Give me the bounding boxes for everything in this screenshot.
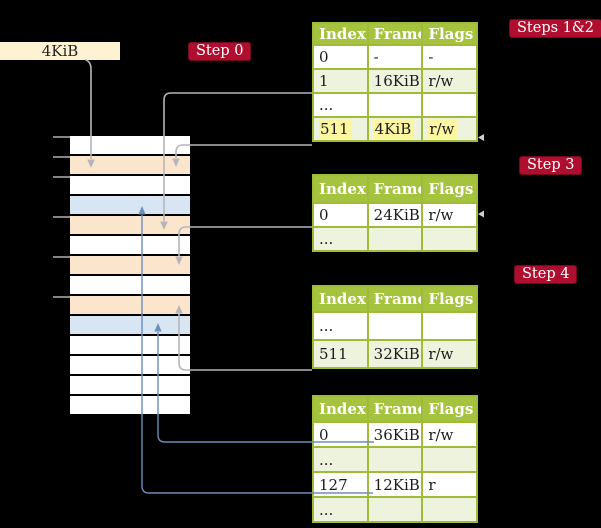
table-cell: [421, 311, 478, 341]
memory-row-10-page: [70, 316, 190, 334]
table-cell: 511: [312, 339, 369, 369]
table-cell: [366, 311, 424, 341]
table-cell: 0: [312, 44, 369, 70]
column-header-index: Index: [312, 22, 369, 46]
table-row: ...: [312, 496, 478, 523]
table-cell: ...: [312, 226, 369, 252]
table-cell: [421, 226, 478, 252]
table-cell: 16KiB: [366, 68, 424, 94]
table-cell: ...: [312, 311, 369, 341]
hidden-arrowhead-left-icon: [478, 134, 484, 141]
highlighted-value: r/w: [428, 119, 458, 139]
address-tick: [53, 256, 70, 258]
memory-row-9-table: [70, 296, 190, 314]
memory-row-3-free: [70, 176, 190, 194]
table-cell: r/w: [421, 421, 478, 448]
hidden-arrowhead-left-icon: [478, 210, 484, 218]
table-cell: r/w: [421, 339, 478, 369]
column-header-flags: Flags: [421, 395, 478, 423]
table-cell: [366, 92, 424, 118]
memory-row-12-free: [70, 356, 190, 374]
table-cell: ...: [312, 92, 369, 118]
table-cell: 36KiB: [366, 421, 424, 448]
table-cell: 127: [312, 471, 369, 498]
address-tick: [53, 156, 70, 158]
address-tick: [53, 136, 70, 138]
column-header-frame: Frame: [366, 285, 424, 313]
table-cell: [421, 496, 478, 523]
column-header-flags: Flags: [421, 285, 478, 313]
table-cell: 12KiB: [366, 471, 424, 498]
badge-step-3: Step 3: [519, 156, 583, 175]
badge-step-4: Step 4: [514, 265, 578, 284]
table-row: 511 4KiB r/w: [312, 116, 478, 142]
table-cell: 4KiB: [366, 116, 424, 142]
memory-row-2-table: [70, 156, 190, 174]
table-cell: [421, 92, 478, 118]
memory-row-8-free: [70, 276, 190, 294]
memory-row-7-table: [70, 256, 190, 274]
column-header-index: Index: [312, 174, 369, 204]
memory-row-13-free: [70, 376, 190, 394]
highlighted-value: 4KiB: [373, 119, 415, 139]
source-frame-box: 4KiB: [0, 42, 120, 60]
arrow-entry0-to-24kib: [178, 226, 312, 256]
table-row: ...: [312, 92, 478, 118]
column-header-flags: Flags: [421, 22, 478, 46]
column-header-index: Index: [312, 395, 369, 423]
badge-steps-1-2: Steps 1&2: [509, 19, 601, 38]
table-row: ...: [312, 446, 478, 473]
table-cell: 511: [312, 116, 369, 142]
table-cell: -: [366, 44, 424, 70]
arrow-entry511-to-32kib: [178, 314, 312, 371]
address-tick: [53, 176, 70, 178]
table-cell: -: [421, 44, 478, 70]
badge-step-0: Step 0: [188, 42, 252, 61]
table-cell: [366, 446, 424, 473]
column-header-index: Index: [312, 285, 369, 313]
address-tick: [53, 296, 70, 298]
memory-row-14-free: [70, 396, 190, 414]
table-cell: 24KiB: [366, 202, 424, 228]
source-frame-label: 4KiB: [41, 42, 79, 60]
table-cell: r/w: [421, 202, 478, 228]
table-cell: 0: [312, 202, 369, 228]
table-cell: 0: [312, 421, 369, 448]
memory-row-4-page: [70, 196, 190, 214]
column-header-flags: Flags: [421, 174, 478, 204]
table-cell: [421, 446, 478, 473]
table-cell: ...: [312, 446, 369, 473]
physical-memory-column: [70, 136, 190, 414]
table-cell: 1: [312, 68, 369, 94]
memory-row-1-free: [70, 136, 190, 154]
address-tick: [53, 216, 70, 218]
memory-row-6-free: [70, 236, 190, 254]
table-cell: 32KiB: [366, 339, 424, 369]
table-row: ...: [312, 311, 478, 341]
table-cell: r/w: [421, 116, 478, 142]
table-cell: ...: [312, 496, 369, 523]
memory-row-11-free: [70, 336, 190, 354]
highlighted-value: 511: [319, 119, 352, 139]
arrow-entry511-to-4kib: [175, 144, 312, 158]
table-cell: [366, 226, 424, 252]
table-row: ...: [312, 226, 478, 252]
table-cell: [366, 496, 424, 523]
table-cell: r/w: [421, 68, 478, 94]
column-header-frame: Frame: [366, 22, 424, 46]
table-cell: r: [421, 471, 478, 498]
table-row: 0--: [312, 44, 478, 70]
memory-row-5-table: [70, 216, 190, 234]
column-header-frame: Frame: [366, 174, 424, 204]
column-header-frame: Frame: [366, 395, 424, 423]
